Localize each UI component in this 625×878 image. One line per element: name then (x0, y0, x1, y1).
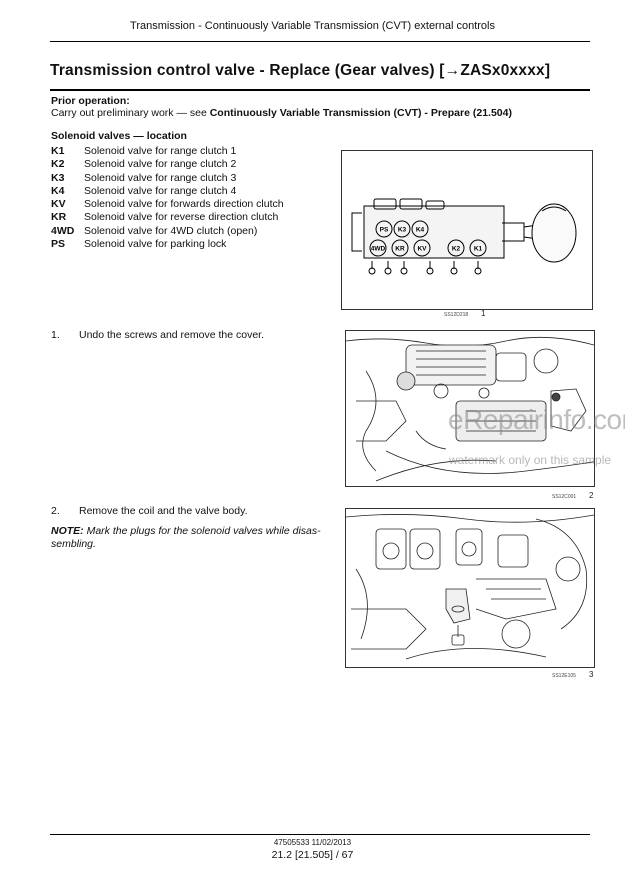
figure-valve-block: PS K3 K4 4WD KR KV K2 K1 (341, 150, 593, 310)
figure-1-number: 1 (481, 309, 486, 318)
valve-label-4wd: 4WD (371, 246, 386, 253)
solenoid-code: 4WD (51, 224, 75, 237)
valve-block-drawing: PS K3 K4 4WD KR KV K2 K1 (351, 198, 577, 275)
step-text: Undo the screws and remove the cover. (79, 329, 265, 341)
solenoid-code: KV (51, 198, 66, 211)
solenoid-list-item: K3 Solenoid valve for range clutch 3 (51, 172, 284, 185)
header-divider (50, 41, 590, 42)
figure-3-ref: SS12E105 (552, 673, 576, 679)
prior-operation-text: Carry out preliminary work — see Continu… (51, 107, 512, 120)
valve-label-kr: KR (395, 246, 405, 253)
note-label: NOTE: (51, 525, 84, 537)
solenoid-list-item: KR Solenoid valve for reverse direction c… (51, 211, 284, 224)
step-2: 2. Remove the coil and the valve body. (51, 505, 248, 518)
valve-label-k4: K4 (416, 227, 425, 234)
solenoid-code: K1 (51, 145, 65, 157)
solenoid-code: PS (51, 238, 66, 251)
solenoid-code: KR (51, 211, 67, 224)
prior-operation-prefix: Carry out preliminary work — see (51, 107, 210, 119)
cover-removal-drawing (346, 336, 594, 482)
footer-divider (50, 834, 590, 835)
prior-operation-reference-link[interactable]: Continuously Variable Transmission (CVT)… (209, 107, 512, 119)
title-divider (50, 89, 590, 91)
valve-label-k3: K3 (398, 227, 407, 234)
figure-2-number: 2 (589, 491, 594, 500)
valve-label-k2: K2 (452, 246, 461, 253)
figure-1-ref: SS12D218 (444, 312, 469, 318)
step-number: 1. (51, 329, 60, 341)
coil-removal-drawing (346, 514, 594, 660)
valve-label-ps: PS (380, 227, 389, 234)
solenoid-list-item: 4WD Solenoid valve for 4WD clutch (open) (51, 225, 284, 238)
solenoid-code: K3 (51, 171, 65, 184)
solenoid-list-item: K4 Solenoid valve for range clutch 4 (51, 185, 284, 198)
solenoid-location-heading: Solenoid valves — location (51, 130, 187, 142)
solenoid-code: K4 (51, 184, 65, 197)
footer-page-number: 21.2 [21.505] / 67 (271, 849, 354, 861)
footer-document-number: 47505533 11/02/2013 (273, 838, 352, 847)
valve-label-kv: KV (417, 246, 427, 253)
valve-label-k1: K1 (474, 246, 483, 253)
note: NOTE: Mark the plugs for the solenoid va… (51, 525, 321, 551)
solenoid-list-item: K1 Solenoid valve for range clutch 1 (51, 145, 284, 158)
figure-coil-removal (345, 508, 595, 668)
prior-operation-heading: Prior operation: (51, 95, 130, 107)
solenoid-description: Solenoid valve for 4WD clutch (open) (84, 224, 258, 237)
step-text: Remove the coil and the valve body. (79, 505, 248, 517)
watermark-note: watermark only on this sample (449, 453, 612, 467)
figure-2-ref: SS12C001 (552, 494, 577, 500)
watermark-site: eRepairinfo.com (448, 404, 625, 435)
section-title: Transmission control valve - Replace (Ge… (50, 62, 551, 79)
solenoid-list-item: K2 Solenoid valve for range clutch 2 (51, 158, 284, 171)
solenoid-description: Solenoid valve for parking lock (84, 238, 227, 251)
solenoid-description: Solenoid valve for forwards direction cl… (84, 198, 284, 211)
page-header: Transmission - Continuously Variable Tra… (130, 20, 495, 32)
solenoid-description: Solenoid valve for range clutch 1 (84, 145, 237, 157)
figure-cover-removal (345, 330, 595, 487)
solenoid-description: Solenoid valve for range clutch 3 (84, 171, 237, 184)
figure-3-number: 3 (589, 670, 594, 679)
step-number: 2. (51, 505, 60, 517)
solenoid-list-item: PS Solenoid valve for parking lock (51, 238, 284, 251)
note-text-continued: sembling. (51, 538, 96, 550)
solenoid-code: K2 (51, 158, 65, 171)
solenoid-description: Solenoid valve for range clutch 2 (84, 158, 237, 171)
step-1: 1. Undo the screws and remove the cover. (51, 329, 264, 342)
solenoid-description: Solenoid valve for reverse direction clu… (84, 211, 279, 224)
solenoid-description: Solenoid valve for range clutch 4 (84, 184, 237, 197)
note-text: Mark the plugs for the solenoid valves w… (86, 525, 321, 537)
solenoid-list-item: KV Solenoid valve for forwards direction … (51, 198, 284, 211)
